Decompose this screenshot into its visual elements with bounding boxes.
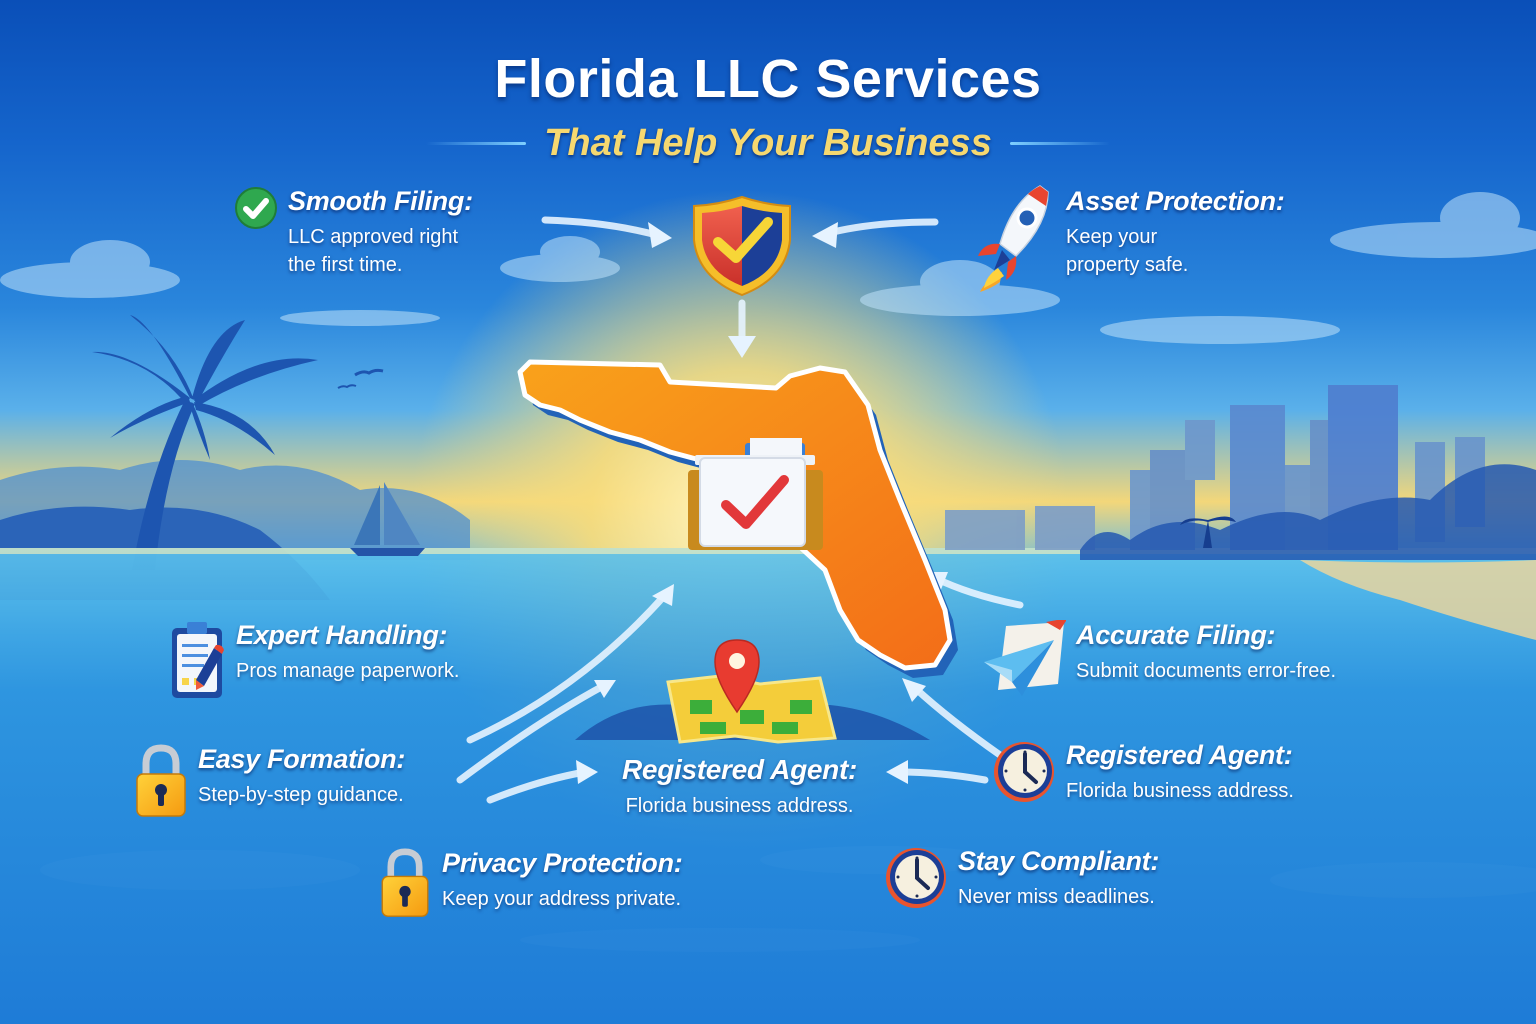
description-line: property safe.	[1066, 254, 1189, 276]
page-subtitle: That Help Your Business	[544, 122, 992, 164]
description-line: Pros manage paperwork.	[236, 660, 460, 682]
clipboard-pencil-icon	[172, 622, 224, 698]
flow-arrows	[456, 216, 1024, 804]
sailboat	[350, 482, 425, 556]
description-line: Submit documents error-free.	[1076, 660, 1337, 682]
feature-description: Never miss deadlines.	[958, 883, 1159, 911]
feature-accurate-filing: Accurate Filing: Submit documents error-…	[982, 620, 1336, 700]
feature-privacy-protection: Privacy Protection: Keep your address pr…	[378, 848, 683, 920]
palm-tree	[92, 315, 318, 570]
folder-check-icon	[688, 438, 823, 550]
shield-check-icon	[693, 195, 791, 297]
feature-description: Keep your property safe.	[1066, 223, 1284, 279]
feature-title: Asset Protection:	[1066, 186, 1285, 216]
feature-description: Submit documents error-free.	[1076, 657, 1336, 685]
feature-description: Keep your address private.	[442, 885, 682, 913]
description-line: Keep your	[1066, 226, 1158, 248]
subtitle-divider-left	[426, 142, 527, 145]
feature-title: Smooth Filing:	[288, 186, 473, 216]
feature-registered-agent-center: Registered Agent: Florida business addre…	[622, 754, 857, 820]
feature-registered-agent-right: Registered Agent: Florida business addre…	[992, 740, 1294, 805]
feature-description: Pros manage paperwork.	[236, 657, 459, 685]
folded-map-icon	[575, 639, 930, 744]
florida-map	[517, 359, 958, 678]
clock-icon	[994, 742, 1054, 802]
feature-description: Florida business address.	[622, 792, 857, 820]
feature-description: LLC approved right the first time.	[288, 223, 473, 279]
rocket-icon	[978, 185, 1049, 292]
paper-plane-icon	[984, 620, 1066, 696]
subtitle-row: That Help Your Business	[0, 122, 1536, 165]
feature-description: Step-by-step guidance.	[198, 781, 405, 809]
description-line: Florida business address.	[625, 795, 854, 817]
page-title: Florida LLC Services	[494, 49, 1042, 109]
clock-icon	[886, 848, 946, 908]
feature-title: Registered Agent:	[1066, 740, 1293, 770]
feature-expert-handling: Expert Handling: Pros manage paperwork.	[170, 620, 459, 700]
feature-title: Stay Compliant:	[958, 846, 1160, 876]
feature-title: Expert Handling:	[236, 620, 448, 650]
feature-title: Registered Agent:	[622, 754, 858, 785]
description-line: the first time.	[288, 254, 403, 276]
description-line: Florida business address.	[1066, 780, 1294, 802]
green-check-circle-icon	[235, 187, 277, 229]
description-line: Step-by-step guidance.	[198, 784, 404, 806]
feature-title: Privacy Protection:	[442, 848, 683, 878]
description-line: Never miss deadlines.	[958, 886, 1155, 908]
description-line: Keep your address private.	[442, 888, 682, 910]
feature-smooth-filing: Smooth Filing: LLC approved right the fi…	[234, 186, 473, 279]
feature-asset-protection: Asset Protection: Keep your property saf…	[972, 185, 1285, 294]
feature-description: Florida business address.	[1066, 777, 1294, 805]
padlock-icon	[381, 848, 429, 917]
feature-title: Easy Formation:	[198, 744, 406, 774]
feature-stay-compliant: Stay Compliant: Never miss deadlines.	[884, 846, 1159, 911]
subtitle-divider-right	[1009, 142, 1110, 145]
feature-easy-formation: Easy Formation: Step-by-step guidance.	[134, 744, 405, 820]
padlock-icon	[136, 744, 186, 817]
description-line: LLC approved right	[288, 226, 459, 248]
feature-title: Accurate Filing:	[1076, 620, 1276, 650]
